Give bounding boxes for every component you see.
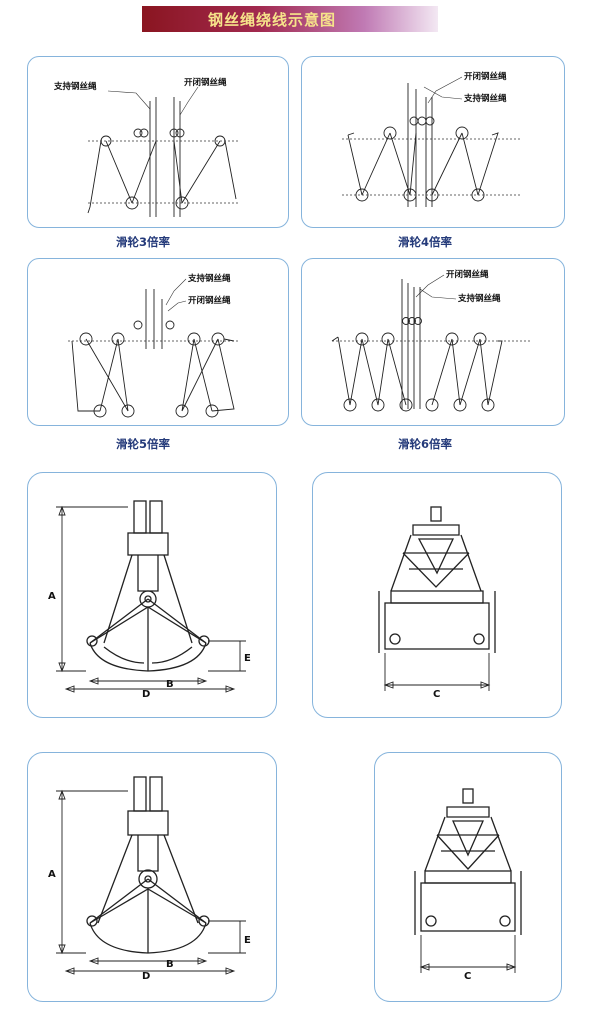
support-rope-label: 支持钢丝绳 <box>187 273 231 284</box>
reeving-panel-6x: 开闭钢丝绳 支持钢丝绳 <box>301 258 565 426</box>
caption-5x: 滑轮5倍率 <box>116 437 171 451</box>
caption-3x: 滑轮3倍率 <box>116 235 171 249</box>
grab-side-view-panel-2: A E B D <box>27 752 277 1002</box>
dim-d-label: D <box>142 689 150 700</box>
open-close-rope-label: 开闭钢丝绳 <box>446 269 489 280</box>
reeving-panel-3x: 支持钢丝绳 开闭钢丝绳 <box>27 56 289 228</box>
grab-front-drawing-1: C <box>378 506 496 700</box>
support-rope-label: 支持钢丝绳 <box>457 293 501 304</box>
dim-e-label: E <box>244 935 251 946</box>
dim-c-label: C <box>464 971 471 982</box>
grab-front-drawing-2: C <box>414 788 522 982</box>
reeving-diagram-5x: 支持钢丝绳 开闭钢丝绳 <box>68 273 238 418</box>
page-title: 钢丝绳绕线示意图 <box>208 11 337 29</box>
dim-c-label: C <box>433 689 440 700</box>
grab-side-drawing-2: A E B D <box>48 776 251 982</box>
support-rope-label: 支持钢丝绳 <box>463 93 507 104</box>
reeving-diagram-3x: 支持钢丝绳 开闭钢丝绳 <box>53 77 238 217</box>
reeving-diagram-4x: 开闭钢丝绳 支持钢丝绳 <box>342 71 522 207</box>
open-close-rope-label: 开闭钢丝绳 <box>184 77 227 88</box>
caption-6x: 滑轮6倍率 <box>398 437 453 451</box>
support-rope-label: 支持钢丝绳 <box>53 81 97 92</box>
title-banner: 钢丝绳绕线示意图 <box>142 6 438 32</box>
caption-4x: 滑轮4倍率 <box>398 235 453 249</box>
grab-front-view-panel-1: C <box>312 472 562 718</box>
dim-a-label: A <box>48 869 56 880</box>
grab-front-view-panel-2: C <box>374 752 562 1002</box>
reeving-diagram-6x: 开闭钢丝绳 支持钢丝绳 <box>331 269 532 412</box>
open-close-rope-label: 开闭钢丝绳 <box>464 71 507 82</box>
open-close-rope-label: 开闭钢丝绳 <box>188 295 231 306</box>
dim-d-label: D <box>142 971 150 982</box>
grab-side-drawing-1: A E B D <box>48 500 251 700</box>
dim-b-label: B <box>166 679 174 690</box>
dim-b-label: B <box>166 959 174 970</box>
grab-side-view-panel-1: A E B D <box>27 472 277 718</box>
dim-a-label: A <box>48 591 56 602</box>
reeving-panel-5x: 支持钢丝绳 开闭钢丝绳 <box>27 258 289 426</box>
reeving-panel-4x: 开闭钢丝绳 支持钢丝绳 <box>301 56 565 228</box>
dim-e-label: E <box>244 653 251 664</box>
